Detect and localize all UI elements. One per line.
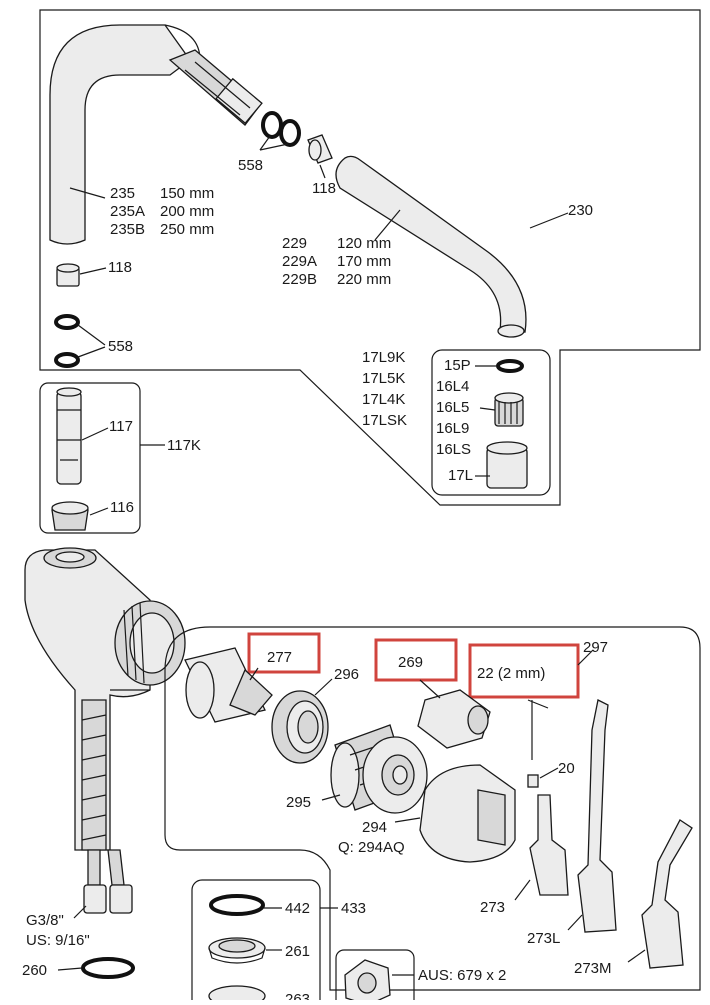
ring-263 <box>208 985 266 1005</box>
o-ring-558-left-b <box>54 352 80 368</box>
ring-442 <box>209 894 265 916</box>
label-229a: 229A <box>282 253 317 270</box>
ring-296 <box>271 690 329 764</box>
label-235a: 235A <box>110 203 145 220</box>
label-117k: 117K <box>167 437 201 454</box>
label-294: 294 <box>362 819 387 836</box>
label-269: 269 <box>398 654 423 671</box>
bushing-118-left <box>56 263 80 287</box>
label-118-top: 118 <box>312 180 336 197</box>
o-ring-558-top-a <box>261 111 283 139</box>
label-16ls: 16LS <box>436 441 471 458</box>
hex-key-22 <box>527 699 549 760</box>
label-22-2mm: 22 (2 mm) <box>477 665 545 682</box>
lever-273 <box>529 794 569 896</box>
label-118-left: 118 <box>108 259 132 276</box>
faucet-thread <box>114 600 186 686</box>
label-277: 277 <box>267 649 292 666</box>
label-16l4: 16L4 <box>436 378 469 395</box>
handle-group-frame <box>164 626 701 991</box>
label-15p: 15P <box>444 357 471 374</box>
highlight-box-277 <box>247 632 321 674</box>
mounting-kit-frame <box>191 879 321 1005</box>
label-200mm: 200 mm <box>160 203 214 220</box>
spout-group-frame <box>39 9 701 506</box>
highlight-box-22 <box>468 643 580 699</box>
label-294aq: Q: 294AQ <box>338 839 405 856</box>
dial-294 <box>362 736 428 814</box>
spout-hose-connector <box>168 49 263 126</box>
label-250mm: 250 mm <box>160 221 214 238</box>
label-273m: 273M <box>574 960 612 977</box>
label-229: 229 <box>282 235 307 252</box>
o-ring-558-top-b <box>279 119 301 147</box>
label-558-left: 558 <box>108 338 133 355</box>
nut-116 <box>51 501 89 531</box>
spout-tube-229 <box>335 155 527 338</box>
bushing-118-top <box>307 134 333 164</box>
label-229b: 229B <box>282 271 317 288</box>
label-aus-679: AUS: 679 x 2 <box>418 967 506 984</box>
label-116: 116 <box>110 499 134 516</box>
label-273l: 273L <box>527 930 560 947</box>
washer-260 <box>81 957 135 979</box>
o-ring-15p <box>496 359 524 373</box>
highlight-box-269 <box>374 638 458 682</box>
label-433: 433 <box>341 900 366 917</box>
label-17l4k: 17L4K <box>362 391 405 408</box>
lever-273l <box>577 699 617 933</box>
label-150mm: 150 mm <box>160 185 214 202</box>
label-220mm: 220 mm <box>337 271 391 288</box>
handle-shroud <box>419 764 516 863</box>
label-us-916: US: 9/16" <box>26 932 90 949</box>
hex-nut-269 <box>417 689 491 749</box>
aerator-housing-17l <box>486 441 528 489</box>
label-261: 261 <box>285 943 310 960</box>
label-295: 295 <box>286 794 311 811</box>
valve-cartridge-277 <box>184 647 273 723</box>
lever-273m <box>641 819 693 969</box>
aus-fitting-679 <box>344 959 391 1005</box>
label-g38: G3/8" <box>26 912 64 929</box>
cartridge-117k-frame <box>39 382 141 534</box>
label-17l9k: 17L9K <box>362 349 405 366</box>
label-260: 260 <box>22 962 47 979</box>
label-297: 297 <box>583 639 608 656</box>
label-16l9: 16L9 <box>436 420 469 437</box>
label-263: 263 <box>285 991 310 1000</box>
o-ring-558-left-a <box>54 314 80 330</box>
washer-261 <box>208 937 266 964</box>
label-442: 442 <box>285 900 310 917</box>
label-558-top: 558 <box>238 157 263 174</box>
aus-fitting-frame <box>335 949 415 1005</box>
label-296: 296 <box>334 666 359 683</box>
label-235b: 235B <box>110 221 145 238</box>
label-17lsk: 17LSK <box>362 412 407 429</box>
label-120mm: 120 mm <box>337 235 391 252</box>
label-273: 273 <box>480 899 505 916</box>
label-16l5: 16L5 <box>436 399 469 416</box>
label-117: 117 <box>109 418 133 435</box>
aerator-frame <box>431 349 551 496</box>
pin-20 <box>527 774 539 788</box>
aerator-insert-16l <box>494 392 524 427</box>
label-17l5k: 17L5K <box>362 370 405 387</box>
label-17l: 17L <box>448 467 473 484</box>
label-230: 230 <box>568 202 593 219</box>
cartridge-117 <box>56 387 82 485</box>
label-20: 20 <box>558 760 575 777</box>
hose-nuts <box>83 884 133 914</box>
label-170mm: 170 mm <box>337 253 391 270</box>
flexible-hoses <box>81 699 125 886</box>
label-235: 235 <box>110 185 135 202</box>
